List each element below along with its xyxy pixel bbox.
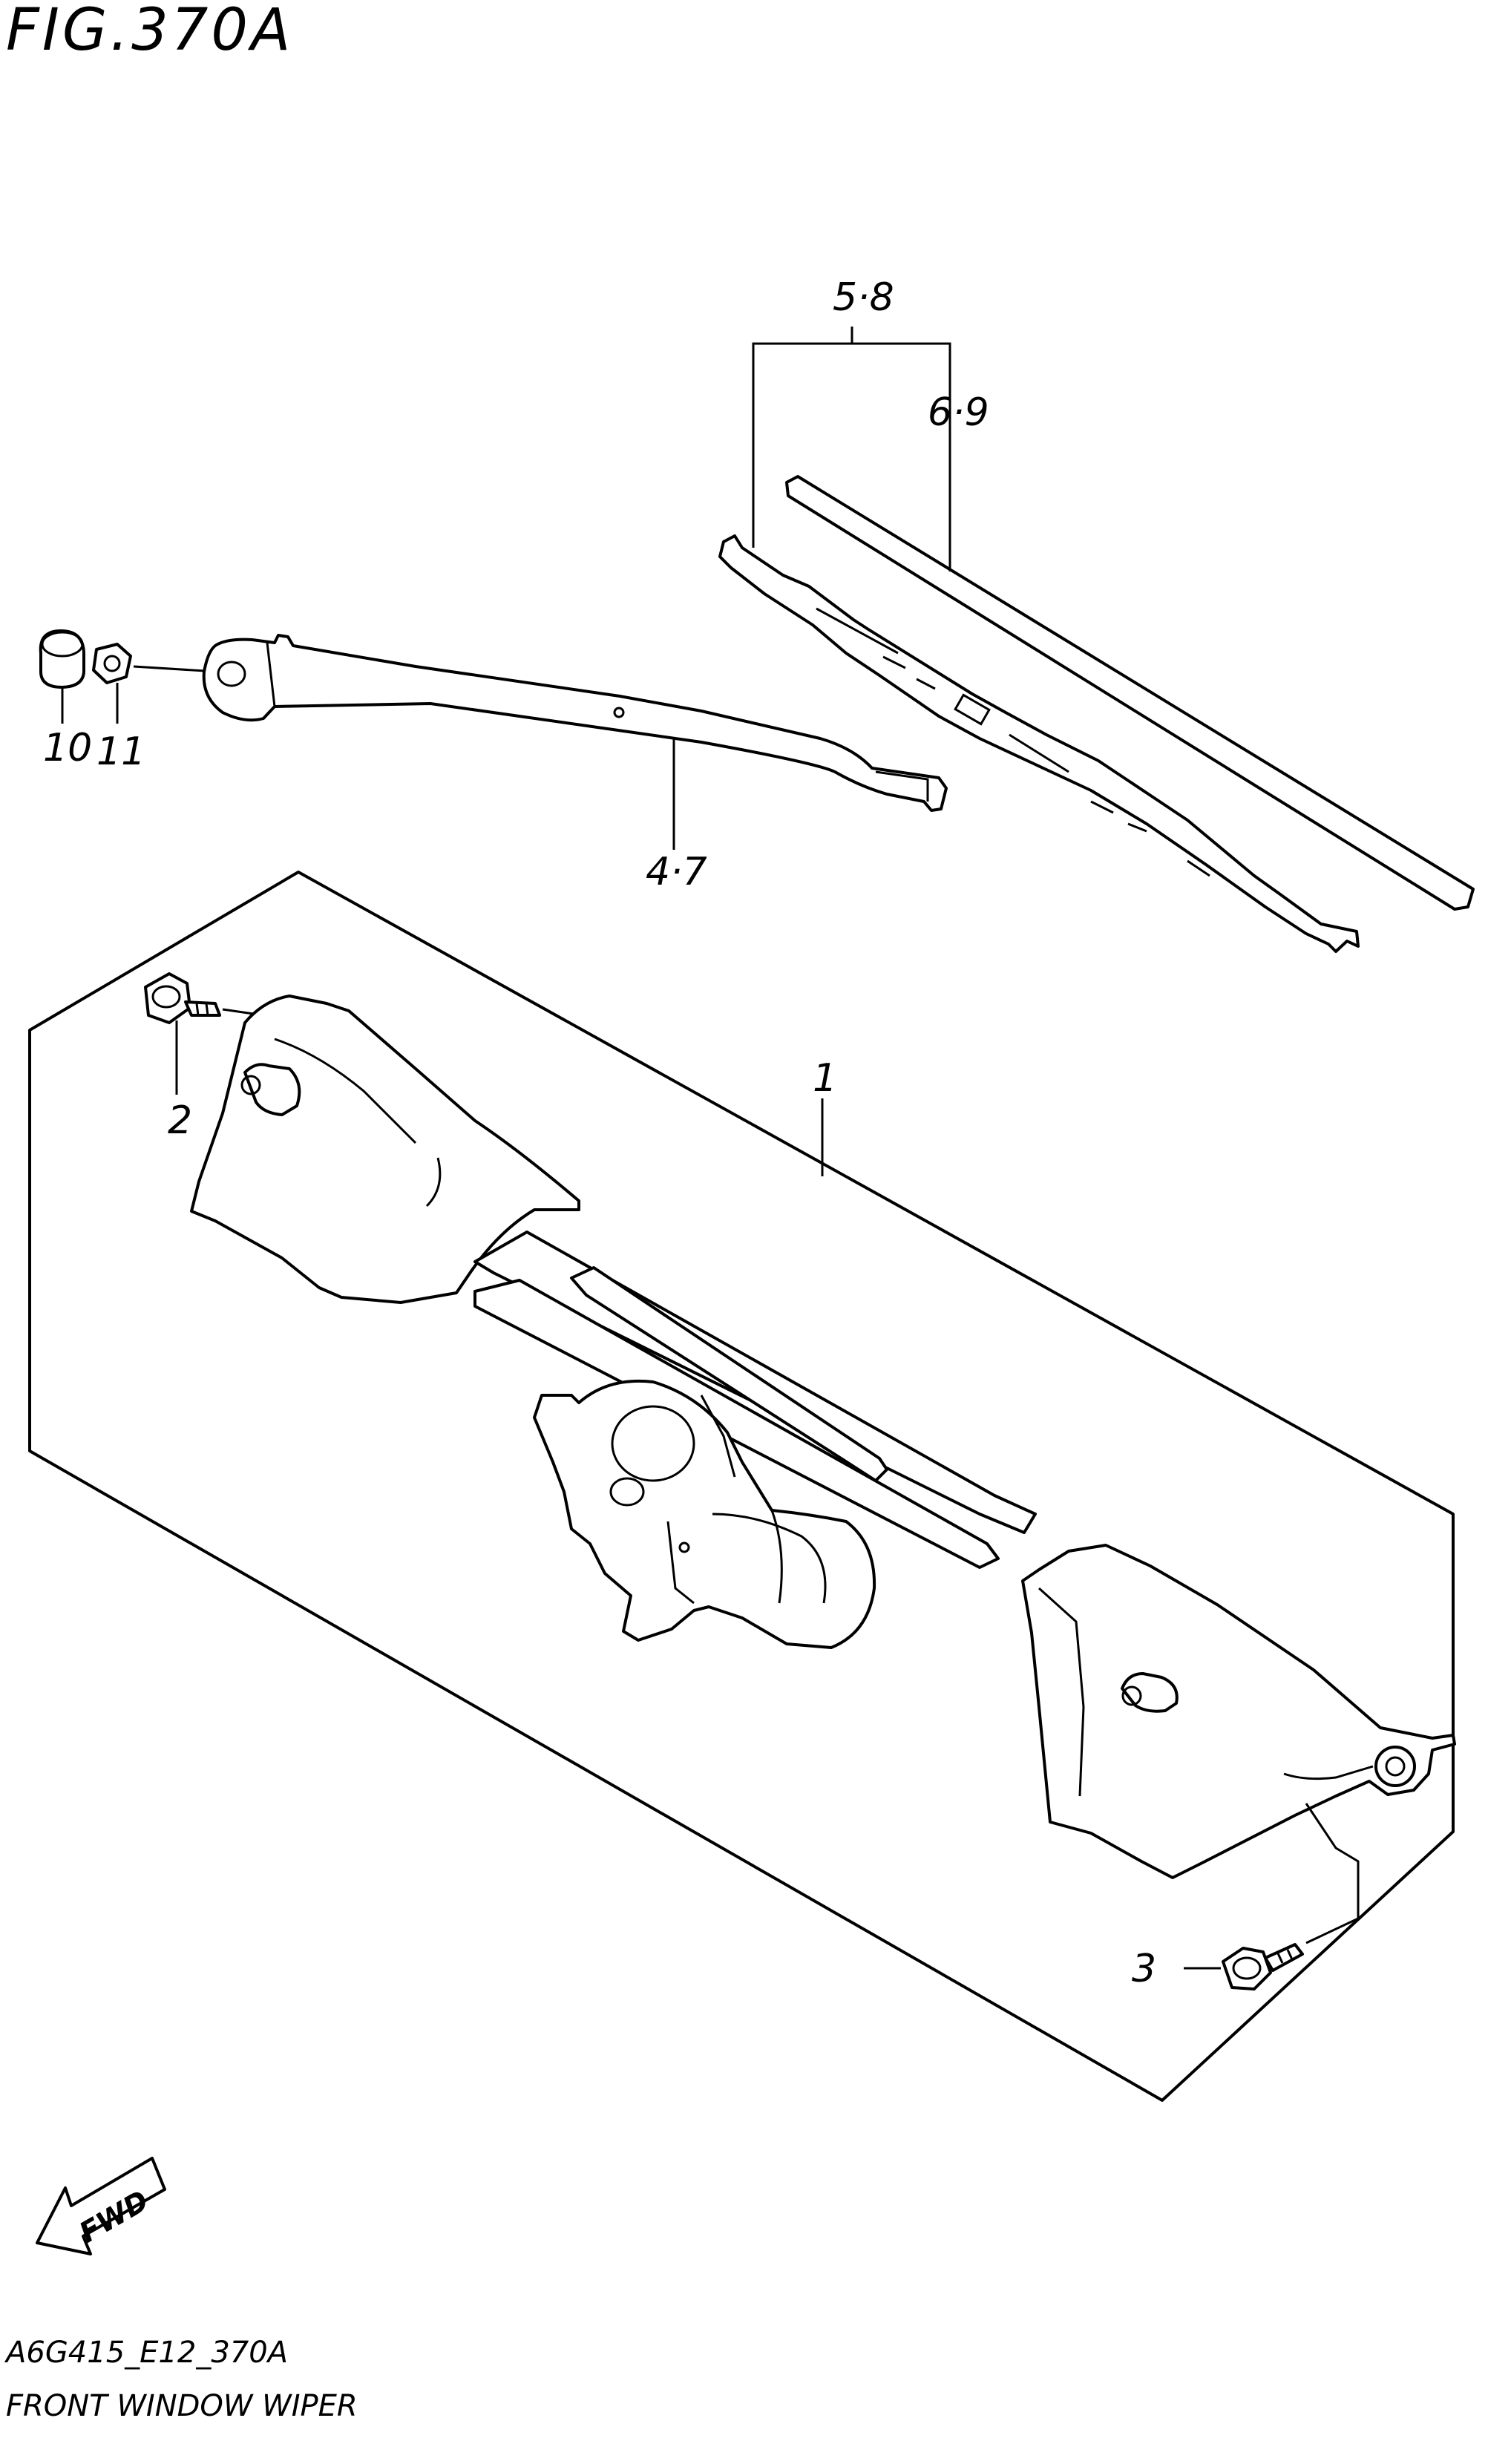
callout-3: 3	[1132, 1947, 1156, 1991]
callout-6-9: 6·9	[928, 390, 989, 435]
assembly-boundary	[28, 871, 1455, 2102]
leader-5-8-6-9	[752, 342, 951, 571]
wiper-blade-rubber-part-6-9	[785, 475, 1475, 911]
figure-caption: FRONT WINDOW WIPER	[6, 2389, 358, 2423]
wiper-arm-part-4-7	[202, 634, 948, 812]
callout-1: 1	[813, 1056, 837, 1101]
bolt-part-2	[144, 972, 221, 1024]
callout-2: 2	[168, 1098, 192, 1143]
cap-part-10	[39, 629, 85, 689]
wiper-blade-part-5-8	[718, 534, 1360, 953]
nut-part-11	[92, 643, 132, 684]
wiper-linkage-motor-part-1	[190, 995, 1456, 1879]
fwd-arrow-icon: FWD	[36, 2157, 166, 2255]
callout-11: 11	[96, 730, 145, 774]
figure-title: FIG.370A	[6, 0, 294, 64]
bolt-part-3	[1222, 1943, 1304, 1990]
figure-code: A6G415_E12_370A	[6, 2336, 289, 2370]
callout-10: 10	[43, 726, 92, 770]
leader-bolt-3-to-bracket	[1305, 1803, 1360, 1944]
callout-5-8: 5·8	[833, 275, 894, 320]
callout-4-7: 4·7	[646, 850, 707, 894]
